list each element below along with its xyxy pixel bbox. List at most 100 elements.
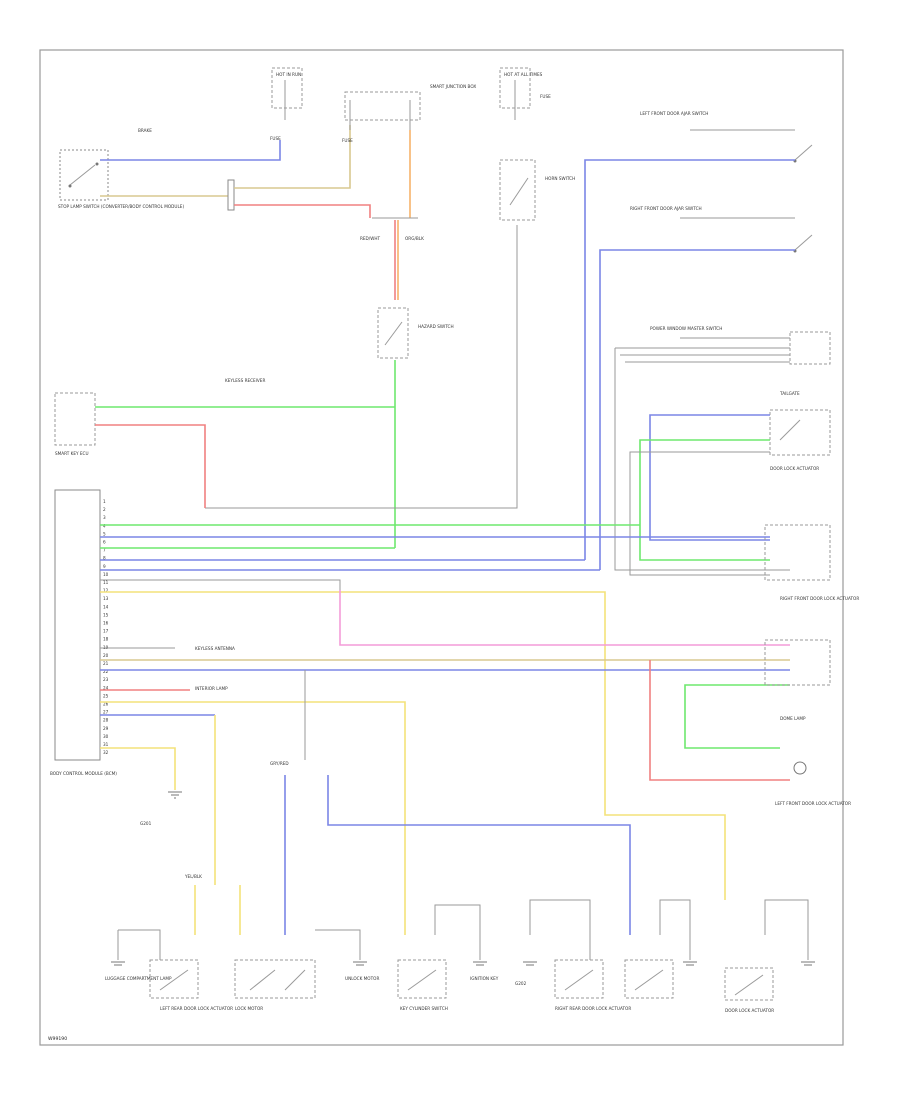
wire-blue-lf (584, 159, 795, 560)
bcm-pin-29: 29 (103, 726, 109, 731)
bcm-pin-5: 5 (103, 531, 106, 536)
wire-brake-blue (100, 140, 281, 161)
brake-switch-box (59, 149, 109, 201)
door-ajar-lf-label: LEFT FRONT DOOR AJAR SWITCH (640, 111, 708, 116)
hot-run-label-1: HOT IN RUN (276, 72, 301, 77)
wire-blue-right (327, 775, 631, 935)
smart-key-label: SMART KEY ECU (55, 451, 89, 456)
bcm-pin-10: 10 (103, 572, 109, 577)
bcm-pin-25: 25 (103, 693, 109, 698)
door-lock-actuator-label: DOOR LOCK ACTUATOR (770, 466, 819, 471)
wire-gray-tailgate (629, 451, 770, 576)
bcm-pin-15: 15 (103, 612, 109, 617)
bottom-components: LUGGAGE COMPARTMENT LAMP LEFT REAR DOOR … (105, 899, 815, 1013)
bcm-pin-14: 14 (103, 604, 109, 609)
bcm-pin-23: 23 (103, 677, 109, 682)
ground-label-1: G201 (140, 821, 152, 826)
bcm-pin-16: 16 (103, 621, 109, 626)
bcm-pin-11: 11 (103, 580, 109, 585)
wire-green-dome (684, 684, 790, 749)
wire-tag-yel: YEL/BLK (184, 874, 202, 879)
lamp-label-a: LUGGAGE COMPARTMENT LAMP (105, 976, 172, 981)
bus-gray-1 (100, 579, 341, 590)
bcm-pin-28: 28 (103, 718, 109, 723)
lock-motor-label: LOCK MOTOR (235, 1006, 263, 1011)
bus-yellow-1 (100, 591, 726, 900)
bcm-pin-1: 1 (103, 499, 106, 504)
bcm-module: BODY CONTROL MODULE (BCM) (50, 489, 117, 776)
brake-label: BRAKE (138, 128, 152, 133)
door-ajar-rf: RIGHT FRONT DOOR AJAR SWITCH (630, 206, 813, 253)
bcm-box (54, 489, 101, 761)
bcm-pin-31: 31 (103, 742, 109, 747)
bcm-pin-24: 24 (103, 685, 109, 690)
fuse-block-3: HOT AT ALL TIMES FUSE (499, 67, 551, 120)
bcm-pin-30: 30 (103, 734, 109, 739)
fuse-block-2: SMART JUNCTION BOX FUSE (342, 84, 476, 143)
bcm-pin-19: 19 (103, 645, 109, 650)
wire-blue-rf (599, 249, 795, 570)
ground-label-2: G202 (515, 981, 527, 986)
power-window-label: POWER WINDOW MASTER SWITCH (650, 326, 722, 331)
horn-switch-group: HORN SWITCH (499, 159, 575, 221)
bcm-pin-17: 17 (103, 629, 109, 634)
bcm-label: BODY CONTROL MODULE (BCM) (50, 771, 117, 776)
bcm-pin-21: 21 (103, 661, 109, 666)
bcm-pin-32: 32 (103, 750, 109, 755)
lock-motor-box (234, 959, 316, 999)
right-front-actuator-label: RIGHT FRONT DOOR LOCK ACTUATOR (780, 596, 859, 601)
wire-gray-horn (205, 225, 518, 509)
right-rear-actuator-box (554, 959, 604, 999)
brake-switch-label: STOP LAMP SWITCH (CONVERTER/BODY CONTROL… (58, 204, 184, 209)
right-actuator-box (764, 524, 831, 581)
bcm-pin-8: 8 (103, 556, 106, 561)
tailgate-label: TAILGATE (779, 391, 800, 396)
wire-gray-pw1 (614, 348, 790, 571)
bcm-pin-13: 13 (103, 596, 109, 601)
bcm-pin-27: 27 (103, 710, 109, 715)
hazard-label: HAZARD SWITCH (418, 324, 454, 329)
actuator-box-8 (724, 967, 774, 1001)
ignition-label: IGNITION KEY (470, 976, 499, 981)
key-cyl-label: KEY CYLINDER SWITCH (400, 1006, 448, 1011)
dome-lamp-label: DOME LAMP (780, 716, 806, 721)
bcm-pin-2: 2 (103, 507, 106, 512)
diagram-frame (39, 49, 844, 1046)
interior-lamp-label: INTERIOR LAMP (195, 686, 228, 691)
left-front-actuator-label: LEFT FRONT DOOR LOCK ACTUATOR (775, 801, 851, 806)
diagram-id: W99190 (48, 1036, 67, 1042)
wire-blue-tailgate (649, 414, 770, 541)
bcm-pin-26: 26 (103, 702, 109, 707)
bus-yellow-2 (100, 701, 406, 935)
tailgate-actuator-label: DOOR LOCK ACTUATOR (725, 1008, 774, 1013)
right-rear-door-label: RIGHT REAR DOOR LOCK ACTUATOR (555, 1006, 631, 1011)
bcm-pin-7: 7 (103, 548, 106, 553)
door-ajar-lf: LEFT FRONT DOOR AJAR SWITCH (640, 111, 813, 163)
bus-pink (339, 590, 790, 646)
bcm-pin-labels: 1234567891011121314151617181920212223242… (103, 499, 109, 755)
bcm-pin-18: 18 (103, 637, 109, 642)
fuse-label-3: FUSE (540, 94, 551, 99)
bcm-pin-6: 6 (103, 540, 106, 545)
bcm-pin-22: 22 (103, 669, 109, 674)
brake-switch-contact (69, 164, 96, 186)
wire-tag-gry: GRY/RED (270, 761, 289, 766)
fuse-block-1: HOT IN RUN FUSE (270, 67, 303, 141)
left-rear-actuator-box (149, 959, 199, 999)
hot-run-label-2: HOT AT ALL TIMES (504, 72, 543, 77)
bcm-pin-20: 20 (103, 653, 109, 658)
bcm-pin-9: 9 (103, 564, 106, 569)
ground-symbol-1 (168, 791, 182, 799)
bcm-pin-3: 3 (103, 515, 106, 520)
key-cyl-box (397, 959, 447, 999)
wire-red-dome (649, 660, 790, 781)
actuator-box-7 (624, 959, 674, 999)
dome-lamp-connector (764, 639, 831, 686)
wire-red-smartkey (95, 424, 206, 508)
keyless-antenna-label: KEYLESS ANTENNA (195, 646, 235, 651)
door-ajar-rf-label: RIGHT FRONT DOOR AJAR SWITCH (630, 206, 702, 211)
brake-switch-group: BRAKE STOP LAMP SWITCH (CONVERTER/BODY C… (58, 128, 184, 209)
wire-tag-red: RED/WHT (360, 236, 380, 241)
wire-red-top (234, 204, 371, 218)
